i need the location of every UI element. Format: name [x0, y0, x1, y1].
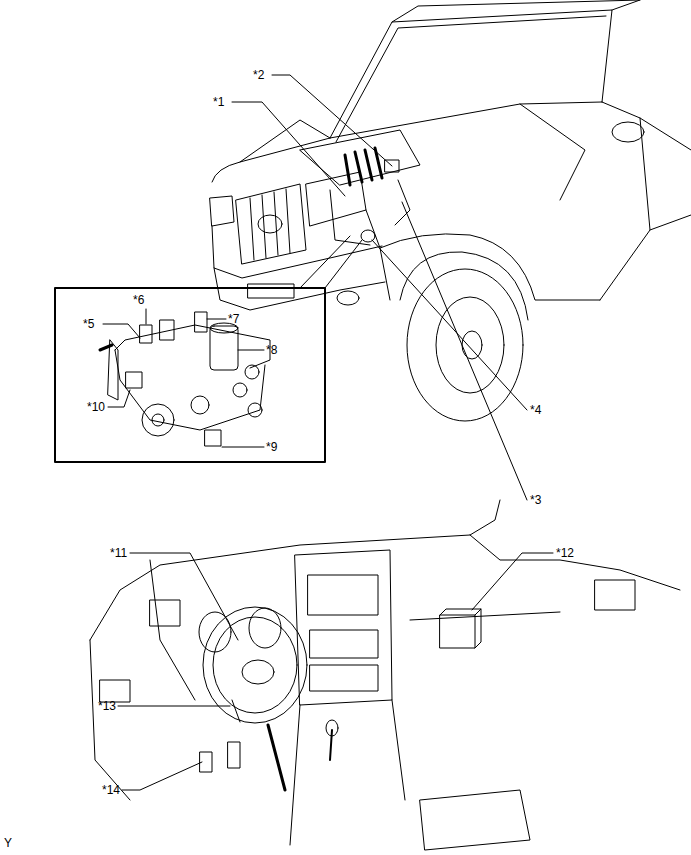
bracket: [108, 340, 118, 400]
grille-slats: [250, 189, 290, 260]
leader-line: [146, 309, 147, 324]
steering-hub: [242, 660, 274, 684]
side-mirror: [612, 122, 644, 142]
plate: [248, 284, 294, 298]
callout-number: *3: [530, 493, 541, 507]
callout-number: *1: [213, 95, 224, 109]
callout-number: *12: [556, 546, 574, 560]
callout-number: *2: [253, 68, 264, 82]
audio: [310, 630, 378, 658]
connector: [126, 372, 142, 388]
callout-number: *11: [110, 546, 127, 560]
leader-line: [472, 553, 553, 610]
stud: [100, 345, 112, 350]
center-panel: [295, 550, 392, 705]
leader-line: [122, 762, 202, 790]
grille: [236, 184, 306, 264]
drive-gear: [142, 404, 174, 436]
leader-line: [118, 706, 230, 707]
shift-knob: [326, 720, 338, 736]
climate: [310, 665, 378, 691]
bumper: [212, 226, 385, 310]
connector: [140, 325, 152, 343]
callout-number: *5: [83, 317, 94, 331]
callout-number: *7: [228, 312, 239, 326]
console: [290, 700, 405, 845]
callout-number: *9: [266, 440, 277, 454]
engine-block: [330, 180, 410, 245]
dash-left: [90, 560, 195, 800]
drive-shaft: [152, 414, 164, 426]
leader-line: [402, 202, 527, 500]
vent: [595, 580, 635, 610]
pump-location: [361, 230, 375, 242]
leader-line: [238, 350, 264, 351]
leader-line: [103, 324, 140, 338]
gauge: [249, 608, 281, 648]
leader-line: [232, 102, 345, 196]
fitting: [248, 403, 262, 417]
pump-housing-top: [115, 325, 270, 368]
windshield-trim: [336, 16, 606, 142]
callout-number: *8: [266, 343, 277, 357]
fitting: [233, 383, 247, 397]
leader-line: [207, 319, 226, 320]
view-letter: Y: [4, 836, 12, 850]
tire: [407, 269, 523, 421]
injection-pipes: [345, 148, 382, 185]
leader-line: [372, 240, 527, 410]
fitting: [191, 396, 209, 414]
engine-cover: [300, 130, 420, 185]
valve: [195, 312, 207, 332]
callout-number: *13: [98, 699, 116, 713]
fitting: [245, 365, 259, 379]
vent: [150, 600, 180, 626]
callout-number: *6: [133, 293, 144, 307]
connector: [160, 320, 174, 340]
glovebox-line: [410, 612, 560, 620]
hood-open: [240, 120, 330, 162]
roof: [392, 0, 640, 22]
sensor: [205, 430, 221, 446]
headlight-left: [210, 196, 234, 226]
shift-lever: [330, 730, 332, 760]
accelerator-pedal: [268, 725, 285, 790]
pedal: [228, 742, 240, 768]
emblem: [258, 215, 282, 233]
hood-front: [212, 138, 330, 182]
hood-edge: [330, 102, 602, 200]
column: [232, 700, 240, 722]
switch: [100, 680, 130, 702]
armrest: [420, 790, 530, 850]
dash-right: [470, 535, 680, 590]
display: [308, 575, 378, 615]
inset-frame: [55, 288, 325, 462]
ecu-box: [440, 615, 475, 648]
leader-line: [108, 390, 130, 407]
inset-pointer: [300, 236, 362, 288]
fender: [366, 210, 600, 300]
callout-number: *10: [87, 400, 105, 414]
door-line: [600, 102, 691, 300]
rim: [436, 297, 504, 393]
fog-light: [337, 291, 359, 305]
ecu-box-side: [440, 609, 481, 648]
callout-number: *4: [530, 403, 541, 417]
headlight-right: [306, 172, 366, 226]
leader-line: [222, 447, 264, 448]
wheel-arch: [400, 252, 528, 320]
callout-number: *14: [102, 783, 120, 797]
leader-line: [272, 75, 392, 166]
hub: [462, 331, 482, 359]
leader-line: [130, 553, 238, 640]
pump-housing: [115, 350, 265, 430]
steering-wheel-inner: [213, 617, 297, 713]
windshield: [330, 10, 612, 138]
